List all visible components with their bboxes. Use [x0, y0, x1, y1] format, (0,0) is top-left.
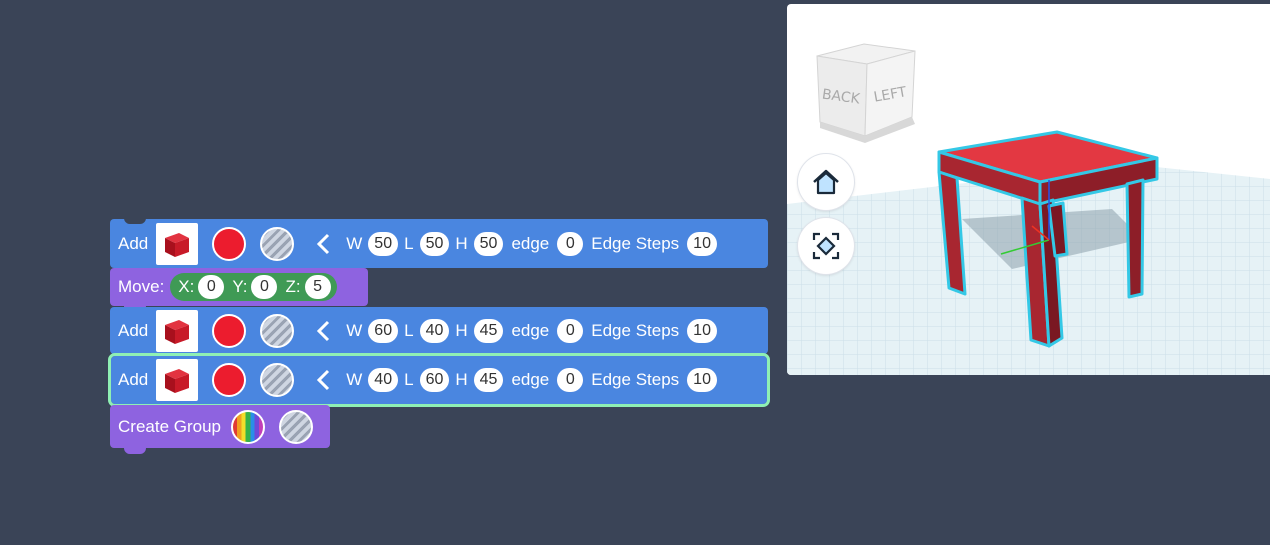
home-icon — [813, 169, 839, 195]
add-block-1[interactable]: Add W 50 L 50 H 50 edge 0 Edge Steps 10 — [110, 218, 768, 274]
l-input[interactable]: 60 — [419, 368, 450, 392]
block-label: Add — [118, 320, 149, 340]
red-color-swatch[interactable] — [212, 363, 247, 397]
red-color-swatch[interactable] — [212, 313, 247, 348]
edge-input[interactable]: 0 — [557, 231, 584, 256]
edge-input[interactable]: 0 — [557, 368, 584, 392]
w-input[interactable]: 50 — [368, 231, 399, 256]
create-group-block[interactable]: Create Group — [110, 405, 330, 454]
view-cube[interactable]: BACK LEFT — [816, 43, 916, 143]
hatched-material-swatch[interactable] — [279, 409, 313, 444]
hatched-material-swatch[interactable] — [260, 363, 295, 397]
l-input[interactable]: 50 — [419, 231, 450, 256]
red-box-icon[interactable] — [156, 309, 199, 352]
y-input[interactable]: 0 — [251, 275, 278, 299]
home-button[interactable] — [798, 154, 854, 210]
l-label: L — [404, 370, 414, 389]
y-label: Y: — [232, 277, 248, 296]
edge-steps-label: Edge Steps — [591, 320, 680, 340]
move-coordinates: X: 0 Y: 0 Z: 5 — [170, 273, 337, 301]
block-label: Create Group — [118, 416, 221, 436]
rainbow-color-swatch[interactable] — [231, 409, 265, 444]
x-label: X: — [178, 277, 195, 296]
h-input[interactable]: 45 — [473, 368, 504, 392]
edge-label: edge — [511, 233, 550, 253]
edge-steps-label: Edge Steps — [591, 233, 680, 253]
z-label: Z: — [285, 277, 301, 296]
w-label: W — [346, 370, 363, 389]
w-input[interactable]: 60 — [368, 318, 399, 343]
l-label: L — [404, 320, 414, 340]
fit-view-button[interactable] — [798, 218, 854, 274]
edge-steps-input[interactable]: 10 — [687, 318, 717, 343]
h-label: H — [455, 233, 468, 253]
h-label: H — [455, 370, 468, 389]
h-input[interactable]: 50 — [473, 231, 504, 256]
3d-viewport[interactable]: BACK LEFT — [787, 4, 1270, 375]
h-input[interactable]: 45 — [473, 318, 504, 343]
edge-label: edge — [511, 320, 550, 340]
red-color-swatch[interactable] — [212, 226, 247, 261]
red-box-icon[interactable] — [156, 222, 199, 265]
edge-input[interactable]: 0 — [557, 318, 584, 343]
add-block-2[interactable]: Add W 60 L 40 H 45 edge 0 Edge Steps 10 — [110, 307, 768, 354]
add-block-3[interactable]: Add W 40 L 60 H 45 edge 0 Edge Steps 10 — [108, 353, 770, 407]
block-label: Add — [118, 370, 149, 389]
chevron-left-icon[interactable] — [314, 319, 334, 343]
l-label: L — [404, 233, 414, 253]
block-label: Move: — [118, 277, 165, 296]
chevron-left-icon[interactable] — [314, 368, 334, 392]
w-label: W — [346, 320, 363, 340]
red-box-icon[interactable] — [156, 359, 199, 401]
viewcube-back-label: BACK — [821, 86, 862, 107]
edge-steps-label: Edge Steps — [591, 370, 680, 389]
fit-view-icon — [812, 232, 840, 260]
edge-label: edge — [511, 370, 550, 389]
w-label: W — [346, 233, 363, 253]
x-input[interactable]: 0 — [198, 275, 225, 299]
viewcube-left-label: LEFT — [873, 84, 909, 106]
w-input[interactable]: 40 — [368, 368, 399, 392]
l-input[interactable]: 40 — [419, 318, 450, 343]
hatched-material-swatch[interactable] — [260, 226, 295, 261]
hatched-material-swatch[interactable] — [260, 313, 295, 348]
z-input[interactable]: 5 — [304, 275, 331, 299]
block-label: Add — [118, 233, 149, 253]
scene-canvas: BACK LEFT — [787, 43, 1270, 375]
edge-steps-input[interactable]: 10 — [687, 368, 717, 392]
move-block[interactable]: Move: X: 0 Y: 0 Z: 5 — [110, 268, 368, 312]
h-label: H — [455, 320, 468, 340]
chevron-left-icon[interactable] — [314, 232, 334, 256]
edge-steps-input[interactable]: 10 — [687, 231, 717, 256]
